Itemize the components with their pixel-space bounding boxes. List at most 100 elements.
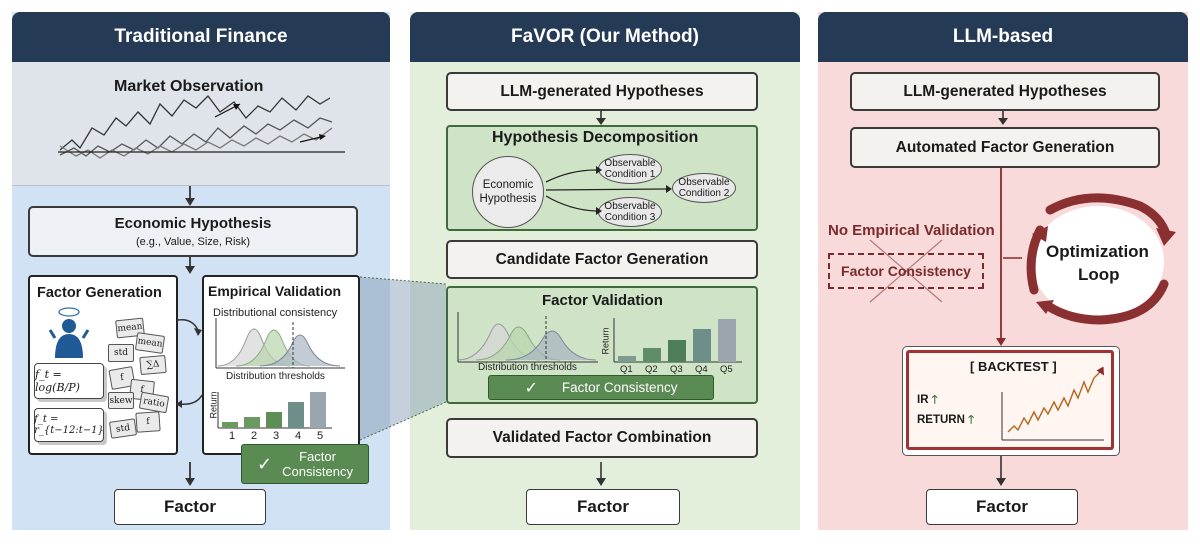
favor-bar-4	[693, 329, 711, 362]
favor-llm-hypotheses-box: LLM-generated Hypotheses	[446, 72, 758, 111]
trad-badge-line2: Consistency	[282, 464, 353, 479]
obs-to-hyp-arrow-head	[185, 198, 195, 206]
return-label: RETURN 🡑	[917, 412, 974, 431]
market-line-2	[59, 117, 333, 157]
trad-tick-5: 5	[317, 430, 324, 442]
optimization-label-line1: Optimization	[1046, 242, 1149, 261]
favor-bar-5	[718, 319, 736, 362]
llm-hypotheses-box: LLM-generated Hypotheses	[850, 72, 1160, 111]
obs3-line2: Condition 3	[604, 212, 656, 223]
backtest-label: [ BACKTEST ]	[970, 359, 1057, 374]
favor-bar-1	[618, 356, 636, 362]
candidate-factor-generation-box: Candidate Factor Generation	[446, 240, 758, 279]
gen-to-factor-arrow-head	[185, 478, 195, 486]
distributional-consistency-label: Distributional consistency	[213, 307, 338, 319]
llm-factor-box: Factor	[926, 489, 1078, 525]
market-observation-area	[12, 62, 390, 186]
favor-header: FaVOR (Our Method)	[410, 12, 800, 62]
trad-bar-2	[244, 417, 260, 428]
card-std-1: std	[108, 344, 134, 362]
economic-hypothesis-title: Economic Hypothesis	[114, 215, 272, 232]
favor-tick-q3: Q3	[670, 364, 683, 375]
backtest-inner	[906, 350, 1114, 450]
favor-tick-q5: Q5	[720, 364, 733, 375]
trad-bar-5	[310, 392, 326, 428]
trad-check-icon: ✓	[257, 453, 273, 474]
trad-bar-1	[222, 422, 238, 428]
market-line-3	[59, 127, 333, 159]
market-observation-label: Market Observation	[114, 78, 264, 95]
econ-hyp-line1: Economic	[482, 179, 534, 191]
trad-bar-3	[266, 412, 282, 428]
observable-condition-1: Observable Condition 1	[598, 154, 662, 184]
trad-badge-text: Factor Consistency	[282, 449, 353, 479]
trad-tick-1: 1	[229, 430, 236, 442]
factor-generation-label: Factor Generation	[37, 285, 162, 301]
favor-tick-q2: Q2	[645, 364, 658, 375]
trad-factor-consistency-badge: ✓ Factor Consistency	[241, 444, 369, 484]
economic-hypothesis-examples: (e.g., Value, Size, Risk)	[135, 236, 251, 248]
ir-up-arrow-icon: 🡑	[931, 394, 938, 406]
card-skew: skew	[108, 392, 134, 409]
empirical-validation-label: Empirical Validation	[208, 283, 342, 299]
traditional-header: Traditional Finance	[12, 12, 390, 62]
formula-value-text: f_t = log(B/P)	[35, 368, 80, 394]
formula-card-momentum: f_t = r_{t−12:t−1}	[34, 408, 104, 442]
trad-tick-3: 3	[273, 430, 280, 442]
obs1-line1: Observable	[604, 158, 656, 169]
hyp-to-gen-arrow-head	[185, 266, 195, 274]
econ-hyp-line2: Hypothesis	[479, 193, 537, 205]
ir-label: IR 🡑	[917, 392, 938, 411]
market-line-1	[59, 95, 331, 151]
favor-bar-3	[668, 340, 686, 362]
favor-tick-q4: Q4	[695, 364, 708, 375]
trend-arrow-1-head	[233, 104, 240, 110]
favor-check-icon: ✓	[524, 379, 538, 397]
observable-condition-2: Observable Condition 2	[672, 173, 736, 203]
favor-factor-box: Factor	[526, 489, 680, 525]
economic-hypothesis-box: Economic Hypothesis (e.g., Value, Size, …	[28, 206, 358, 257]
trad-factor-box: Factor	[114, 489, 266, 525]
trad-tick-2: 2	[251, 430, 258, 442]
llm-header: LLM-based	[818, 12, 1188, 62]
formula-momentum-text: f_t = r_{t−12:t−1}	[34, 414, 104, 436]
favor-factor-consistency-badge: ✓ Factor Consistency	[488, 375, 714, 400]
ir-text: IR	[917, 394, 929, 406]
favor-bar-2	[643, 348, 661, 362]
trad-distribution-thresholds-label: Distribution thresholds	[226, 371, 325, 382]
observable-condition-3: Observable Condition 3	[598, 197, 662, 227]
favor-badge-text: Factor Consistency	[561, 380, 678, 395]
automated-factor-generation-box: Automated Factor Generation	[850, 127, 1160, 168]
optimization-label-line2: Loop	[1078, 265, 1120, 284]
trad-tick-4: 4	[295, 430, 302, 442]
hypothesis-decomposition-label: Hypothesis Decomposition	[492, 129, 699, 146]
return-text: RETURN	[917, 414, 965, 426]
return-up-arrow-icon: 🡑	[968, 414, 975, 426]
formula-card-value: f_t = log(B/P)	[34, 363, 104, 399]
obs3-line1: Observable	[604, 201, 656, 212]
trend-arrow-2-head	[319, 134, 326, 140]
favor-tick-q1: Q1	[620, 364, 633, 375]
obs2-line1: Observable	[678, 177, 730, 188]
economic-hypothesis-circle: Economic Hypothesis	[472, 156, 544, 228]
obs2-line2: Condition 2	[678, 188, 730, 199]
factor-validation-label: Factor Validation	[542, 292, 663, 309]
favor-distribution-thresholds-label: Distribution thresholds	[478, 362, 577, 373]
trad-badge-line1: Factor	[299, 449, 336, 464]
validated-factor-combination-box: Validated Factor Combination	[446, 418, 758, 458]
